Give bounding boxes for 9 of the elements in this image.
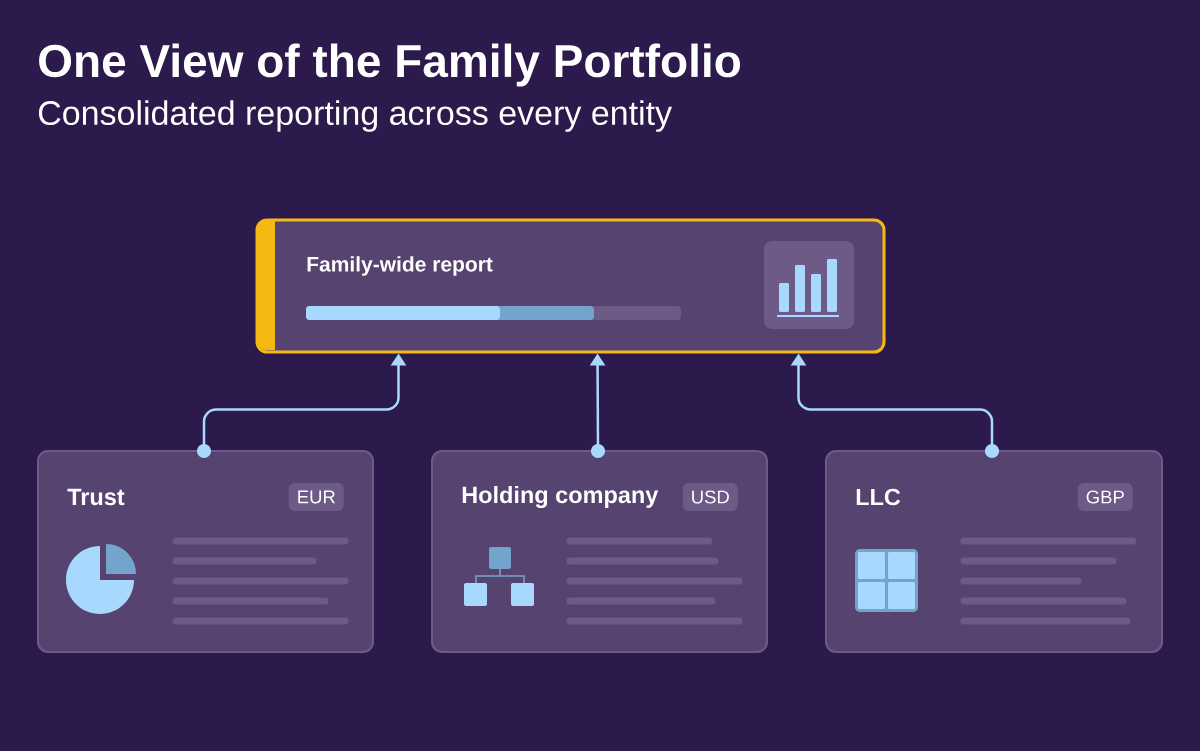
subtitle: Consolidated reporting across every entity [38,100,672,132]
box-title: Family-wide report [307,256,493,276]
currency-badge: EUR [288,483,344,511]
card-title: Trust [67,488,125,506]
currency-badge: USD [682,483,738,511]
card-title: Holding company [462,486,659,508]
currency-badge: GBP [1077,483,1133,511]
card-title: LLC [856,488,901,506]
title: One View of the Family Portfolio [39,43,740,87]
